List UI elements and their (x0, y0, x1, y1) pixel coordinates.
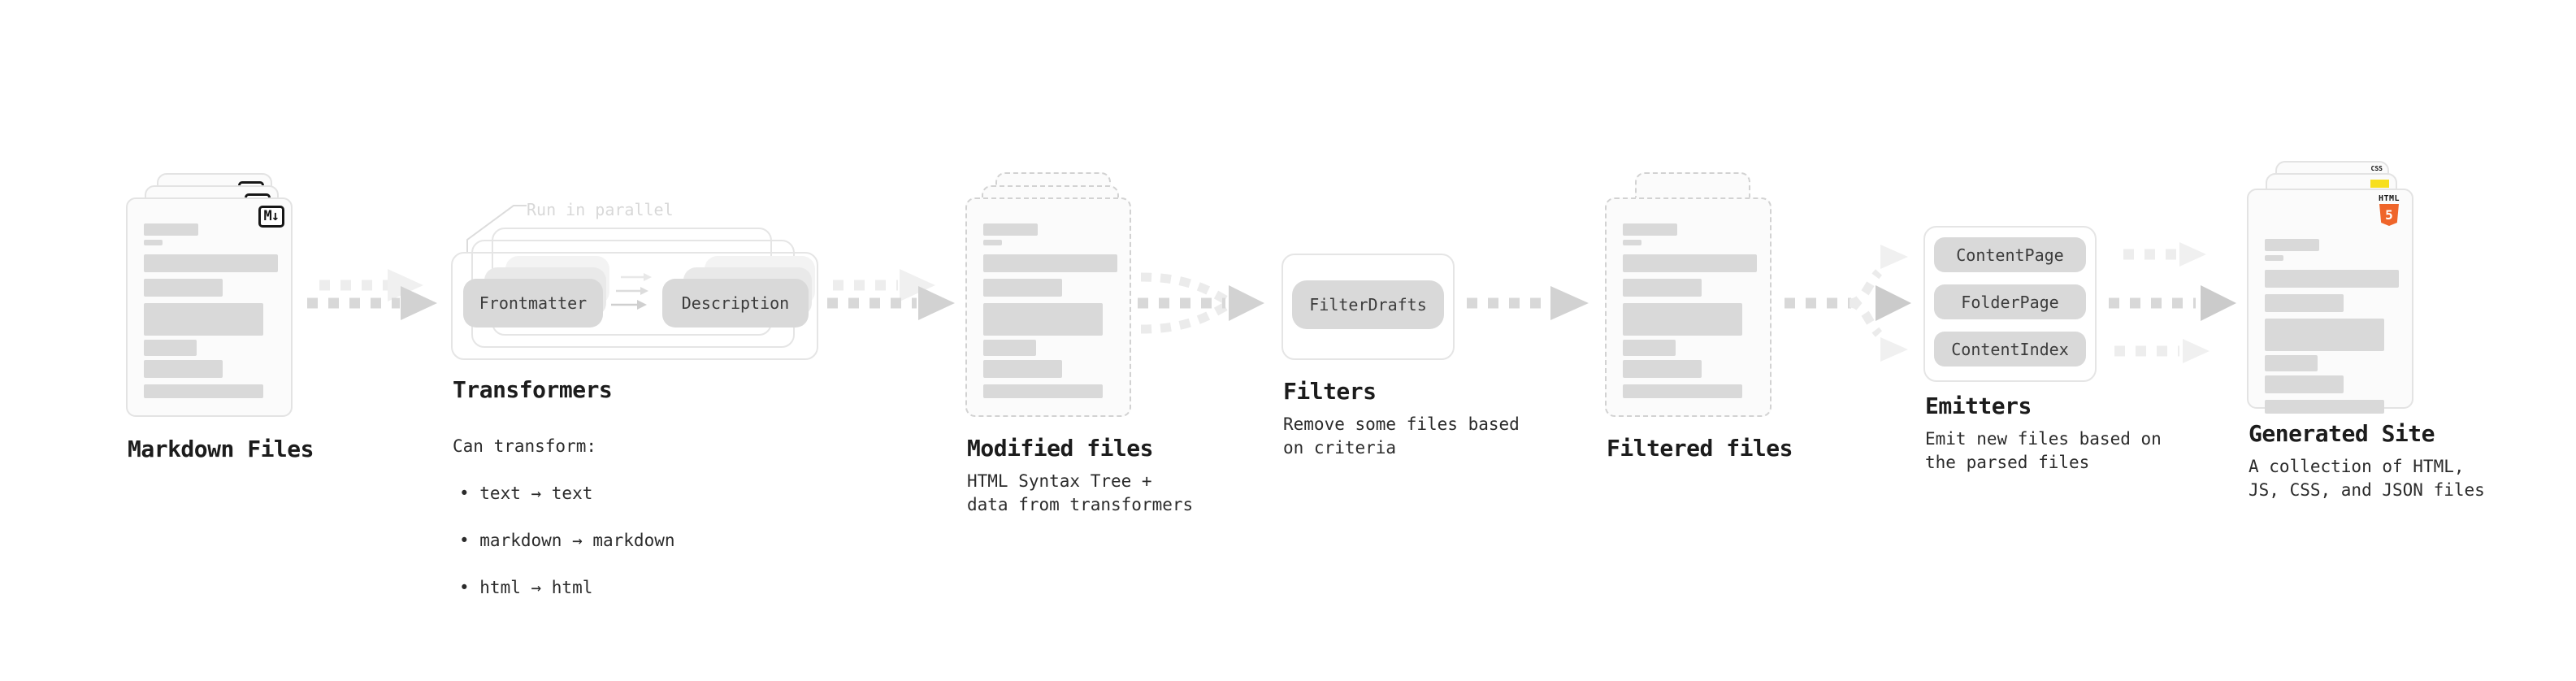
transformers-description: Can transform: • text → text • markdown … (453, 411, 675, 623)
transform-bullet: • markdown → markdown (459, 531, 675, 550)
file-content-placeholder (1623, 223, 1757, 398)
file-content-placeholder (983, 223, 1117, 398)
file-content-placeholder (144, 223, 278, 398)
folderpage-pill: FolderPage (1934, 284, 2086, 319)
stage-label-emitters: Emitters (1925, 393, 2032, 419)
contentindex-pill: ContentIndex (1934, 332, 2086, 367)
stage-label-modified-files: Modified files (967, 435, 1154, 462)
html-file-card: HTML 5 (2247, 189, 2413, 414)
modified-files-description: HTML Syntax Tree + data from transformer… (967, 471, 1194, 514)
filterdrafts-pill: FilterDrafts (1292, 280, 1444, 329)
arrow-transformers-to-modified-icon (827, 269, 955, 320)
markdown-icon: M↓ (258, 206, 284, 228)
filters-description: Remove some files based on criteria (1283, 414, 1520, 458)
modified-file-card (965, 197, 1131, 417)
transform-arrows-icon (611, 273, 652, 310)
arrow-markdown-to-transformers-icon (307, 269, 437, 320)
transform-bullet: • text → text (459, 484, 593, 503)
arrow-merge-modified-to-filters-icon (1138, 272, 1264, 334)
file-content-placeholder (2265, 239, 2399, 414)
stage-label-markdown-files: Markdown Files (128, 436, 314, 462)
generated-site-stack: CSS HTML 5 (2247, 161, 2458, 429)
stage-label-filters: Filters (1283, 378, 1377, 405)
filters-box (1281, 254, 1455, 360)
transformer-box (451, 252, 818, 360)
emitters-box (1923, 226, 2097, 382)
stage-label-transformers: Transformers (453, 376, 613, 403)
description-pill: Description (662, 279, 809, 327)
filtered-file-card (1605, 197, 1772, 417)
arrow-split-filtered-to-emitters-icon (1785, 245, 1911, 362)
arrow-emitters-to-generated-icon (2109, 242, 2236, 363)
markdown-file-card: M↓ (126, 197, 293, 417)
stage-label-generated-site: Generated Site (2249, 420, 2435, 447)
generated-site-description: A collection of HTML, JS, CSS, and JSON … (2249, 457, 2485, 500)
modified-files-stack (965, 172, 1169, 424)
frontmatter-pill: Frontmatter (463, 279, 603, 327)
filtered-files-stack (1605, 172, 1808, 424)
transform-bullet: • html → html (459, 578, 593, 597)
emitters-description: Emit new files based on the parsed files (1925, 429, 2162, 472)
run-in-parallel-annotation: Run in parallel (527, 200, 674, 219)
transformers-group: Run in parallel Frontmatter Description (451, 200, 874, 379)
stage-label-filtered-files: Filtered files (1607, 435, 1793, 462)
arrow-filters-to-filtered-icon (1467, 286, 1589, 320)
annotation-leader-line-icon (466, 205, 527, 252)
js-icon (2370, 180, 2389, 188)
markdown-file-stack: M↓ M↓ M↓ (126, 161, 337, 429)
html5-icon: HTML 5 (2379, 195, 2400, 226)
contentpage-pill: ContentPage (1934, 237, 2086, 272)
transformers-desc-heading: Can transform: (453, 436, 597, 456)
